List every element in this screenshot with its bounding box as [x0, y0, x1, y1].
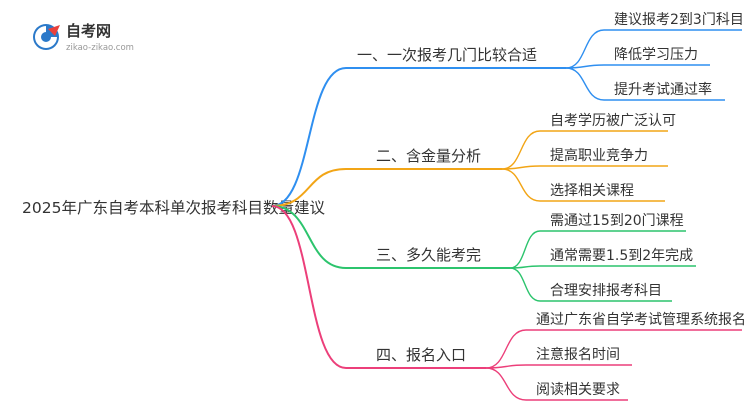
- branch-4-label: 四、报名入口: [376, 346, 466, 364]
- branch-4-connector: [271, 205, 347, 369]
- branch-3-child-3: 合理安排报考科目: [550, 283, 662, 299]
- branch-3-child-1-connector: [509, 230, 541, 269]
- branch-1-child-1: 建议报考2到3门科目: [614, 12, 744, 28]
- branch-1-child-3: 提升考试通过率: [614, 81, 712, 98]
- branch-4-child-3: 阅读相关要求: [536, 381, 620, 398]
- branch-4-child-3-connector: [485, 367, 527, 401]
- branch-3-child-1: 需通过15到20门课程: [550, 213, 684, 229]
- branch-2-child-3-connector: [501, 168, 541, 202]
- branch-2-connector: [271, 168, 347, 207]
- branch-3: 三、多久能考完 需通过15到20门课程 通常需要1.5到2年完成 合理安排报考科…: [346, 213, 696, 302]
- branch-4-child-1: 通过广东省自学考试管理系统报名: [536, 312, 746, 328]
- branch-2-child-2: 提高职业竞争力: [550, 147, 648, 164]
- branch-2-label: 二、含金量分析: [376, 147, 481, 165]
- branch-4-child-1-connector: [485, 329, 527, 369]
- branch-1-child-3-connector: [565, 67, 605, 101]
- logo-icon: [33, 24, 60, 50]
- logo-title: 自考网: [66, 22, 111, 40]
- branch-3-label: 三、多久能考完: [376, 246, 481, 264]
- branch-1-label: 一、一次报考几门比较合适: [357, 46, 537, 64]
- branch-2-child-1-connector: [501, 130, 541, 170]
- branch-4-child-2: 注意报名时间: [536, 346, 620, 363]
- branch-2-child-1: 自考学历被广泛认可: [550, 113, 676, 129]
- root-node: 2025年广东自考本科单次报考科目数量建议: [22, 199, 325, 217]
- branch-1-child-2: 降低学习压力: [614, 47, 698, 63]
- branch-4: 四、报名入口 通过广东省自学考试管理系统报名 注意报名时间 阅读相关要求: [346, 312, 746, 401]
- branch-3-connector: [271, 205, 347, 269]
- branch-1-child-1-connector: [565, 29, 605, 69]
- logo: 自考网 zikao-zikao.com: [33, 22, 134, 53]
- branch-2: 二、含金量分析 自考学历被广泛认可 提高职业竞争力 选择相关课程: [346, 113, 676, 202]
- logo-url: zikao-zikao.com: [66, 43, 134, 53]
- branch-3-child-2: 通常需要1.5到2年完成: [550, 248, 693, 264]
- branch-1: 一、一次报考几门比较合适 建议报考2到3门科目 降低学习压力 提升考试通过率: [346, 12, 744, 101]
- branch-3-child-3-connector: [509, 267, 541, 302]
- branch-1-connector: [271, 67, 347, 207]
- connectors: [271, 29, 605, 401]
- branch-2-child-3: 选择相关课程: [550, 183, 634, 199]
